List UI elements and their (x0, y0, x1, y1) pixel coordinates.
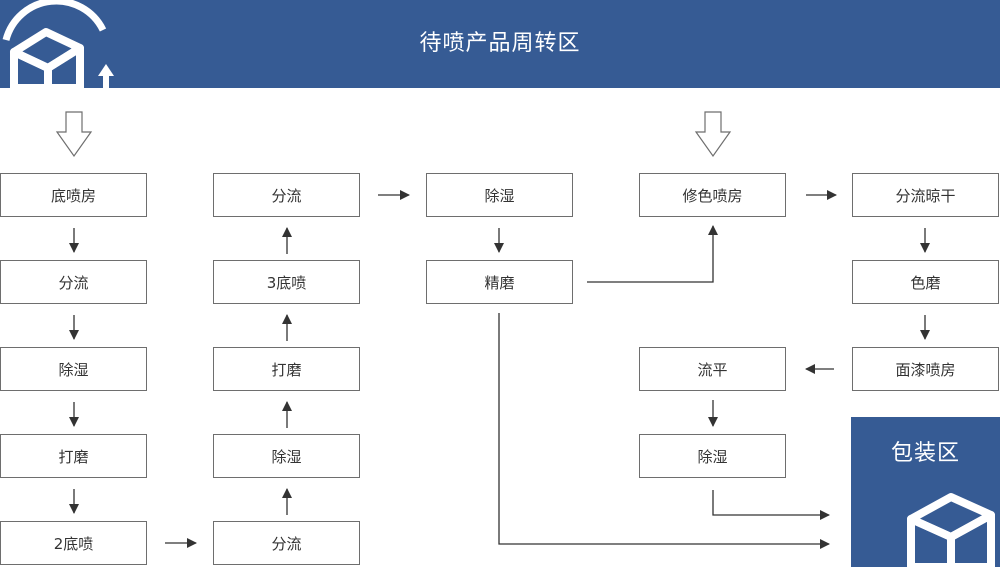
step-box: 分流 (213, 173, 360, 217)
step-box: 除湿 (0, 347, 147, 391)
step-box: 流平 (639, 347, 786, 391)
step-box: 分流 (213, 521, 360, 565)
step-box: 3底喷 (213, 260, 360, 304)
page-title: 待喷产品周转区 (419, 31, 581, 56)
arrow-down-outline-icon (694, 111, 732, 158)
step-box: 除湿 (426, 173, 573, 217)
step-box: 除湿 (639, 434, 786, 478)
step-box: 面漆喷房 (852, 347, 999, 391)
packaging-label: 包装区 (890, 441, 960, 466)
header-banner: 待喷产品周转区 (0, 0, 1000, 88)
step-box: 底喷房 (0, 173, 147, 217)
box-icon (907, 493, 995, 567)
step-box: 打磨 (213, 347, 360, 391)
step-box: 精磨 (426, 260, 573, 304)
step-box: 2底喷 (0, 521, 147, 565)
step-box: 打磨 (0, 434, 147, 478)
step-box: 修色喷房 (639, 173, 786, 217)
flow-arrow (712, 490, 830, 520)
flow-arrow (498, 313, 830, 549)
step-box: 色磨 (852, 260, 999, 304)
step-box: 分流晾干 (852, 173, 999, 217)
step-box: 分流 (0, 260, 147, 304)
packaging-area: 包装区 (851, 417, 1000, 567)
arrow-down-outline-icon (55, 111, 93, 158)
box-icon (2, 0, 114, 88)
flow-arrow (587, 225, 718, 283)
step-box: 除湿 (213, 434, 360, 478)
